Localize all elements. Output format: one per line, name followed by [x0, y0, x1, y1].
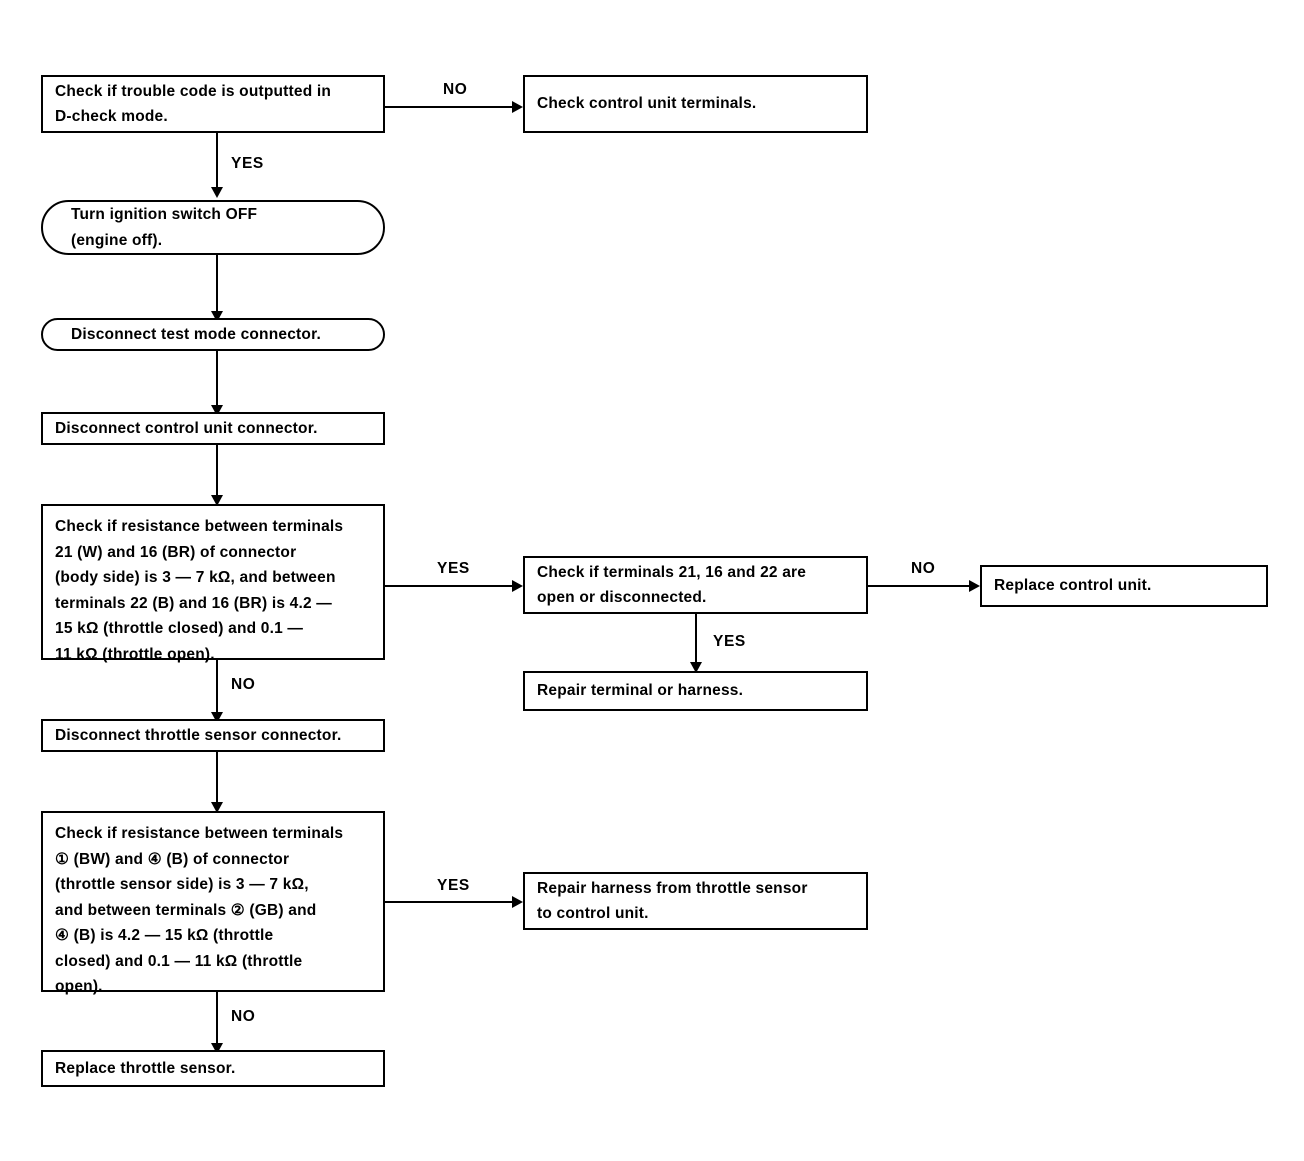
edge-label-n7-no: NO	[911, 560, 936, 577]
edge-line-n1-yes	[216, 133, 218, 191]
edge-arrow-n10-n11	[211, 802, 223, 813]
node-check-control-unit-terminals-label: Check control unit terminals.	[537, 95, 757, 113]
node-replace-control-unit-label: Replace control unit.	[994, 577, 1152, 595]
edge-line-n5-n6	[216, 445, 218, 505]
node-disconnect-throttle-sensor-connector-label: Disconnect throttle sensor connector.	[55, 726, 342, 744]
edge-arrow-n6-yes	[512, 580, 523, 592]
node-disconnect-control-unit-connector-label: Disconnect control unit connector.	[55, 419, 318, 437]
edge-arrow-n5-n6	[211, 495, 223, 506]
edge-line-n11-yes	[385, 901, 513, 903]
edge-arrow-n7-yes	[690, 662, 702, 673]
edge-label-n7-yes: YES	[713, 633, 746, 650]
node-replace-throttle-sensor[interactable]: Replace throttle sensor.	[41, 1050, 385, 1087]
edge-line-n4-n5	[216, 351, 218, 411]
node-disconnect-test-mode-connector[interactable]: Disconnect test mode connector.	[41, 318, 385, 351]
node-disconnect-test-mode-connector-label: Disconnect test mode connector.	[71, 325, 321, 343]
edge-label-n6-no: NO	[231, 676, 256, 693]
edge-line-n6-no	[216, 660, 218, 718]
edge-arrow-n6-no	[211, 712, 223, 723]
node-check-resistance-sensor-side[interactable]: Check if resistance between terminals ① …	[41, 811, 385, 995]
node-repair-terminal-or-harness[interactable]: Repair terminal or harness.	[523, 671, 868, 711]
node-repair-terminal-or-harness-label: Repair terminal or harness.	[537, 682, 744, 700]
edge-label-n1-yes: YES	[231, 155, 264, 172]
edge-line-n3-n4	[216, 255, 218, 316]
node-check-control-unit-terminals[interactable]: Check control unit terminals.	[523, 75, 868, 133]
node-repair-harness-throttle-sensor[interactable]: Repair harness from throttle sensor to c…	[523, 872, 868, 930]
edge-arrow-n3-n4	[211, 311, 223, 322]
node-replace-control-unit[interactable]: Replace control unit.	[980, 565, 1268, 607]
edge-arrow-n11-no	[211, 1043, 223, 1054]
node-check-resistance-body-side-label: Check if resistance between terminals 21…	[55, 518, 344, 663]
edge-line-n6-yes	[385, 585, 513, 587]
node-check-trouble-code-label: Check if trouble code is outputted in D-…	[55, 82, 332, 126]
edge-line-n10-n11	[216, 752, 218, 812]
edge-arrow-n7-no	[969, 580, 980, 592]
edge-line-n11-no	[216, 992, 218, 1049]
node-check-resistance-sensor-side-label: Check if resistance between terminals ① …	[55, 825, 344, 995]
edge-line-n7-yes	[695, 614, 697, 666]
node-replace-throttle-sensor-label: Replace throttle sensor.	[55, 1059, 236, 1077]
edge-arrow-n4-n5	[211, 405, 223, 416]
node-disconnect-control-unit-connector[interactable]: Disconnect control unit connector.	[41, 412, 385, 445]
edge-label-n11-no: NO	[231, 1008, 256, 1025]
node-turn-ignition-off[interactable]: Turn ignition switch OFF (engine off).	[41, 200, 385, 255]
node-repair-harness-throttle-sensor-label: Repair harness from throttle sensor to c…	[537, 879, 808, 923]
node-check-terminals-open-label: Check if terminals 21, 16 and 22 are ope…	[537, 563, 807, 607]
edge-line-n1-no	[385, 106, 513, 108]
edge-label-n6-yes: YES	[437, 560, 470, 577]
edge-arrow-n1-yes	[211, 187, 223, 198]
edge-label-n1-no: NO	[443, 81, 468, 98]
edge-arrow-n1-no	[512, 101, 523, 113]
node-check-terminals-open[interactable]: Check if terminals 21, 16 and 22 are ope…	[523, 556, 868, 614]
edge-arrow-n11-yes	[512, 896, 523, 908]
node-turn-ignition-off-label: Turn ignition switch OFF (engine off).	[71, 206, 258, 249]
edge-line-n7-no	[868, 585, 970, 587]
node-check-trouble-code[interactable]: Check if trouble code is outputted in D-…	[41, 75, 385, 133]
node-disconnect-throttle-sensor-connector[interactable]: Disconnect throttle sensor connector.	[41, 719, 385, 752]
edge-label-n11-yes: YES	[437, 877, 470, 894]
node-check-resistance-body-side[interactable]: Check if resistance between terminals 21…	[41, 504, 385, 663]
